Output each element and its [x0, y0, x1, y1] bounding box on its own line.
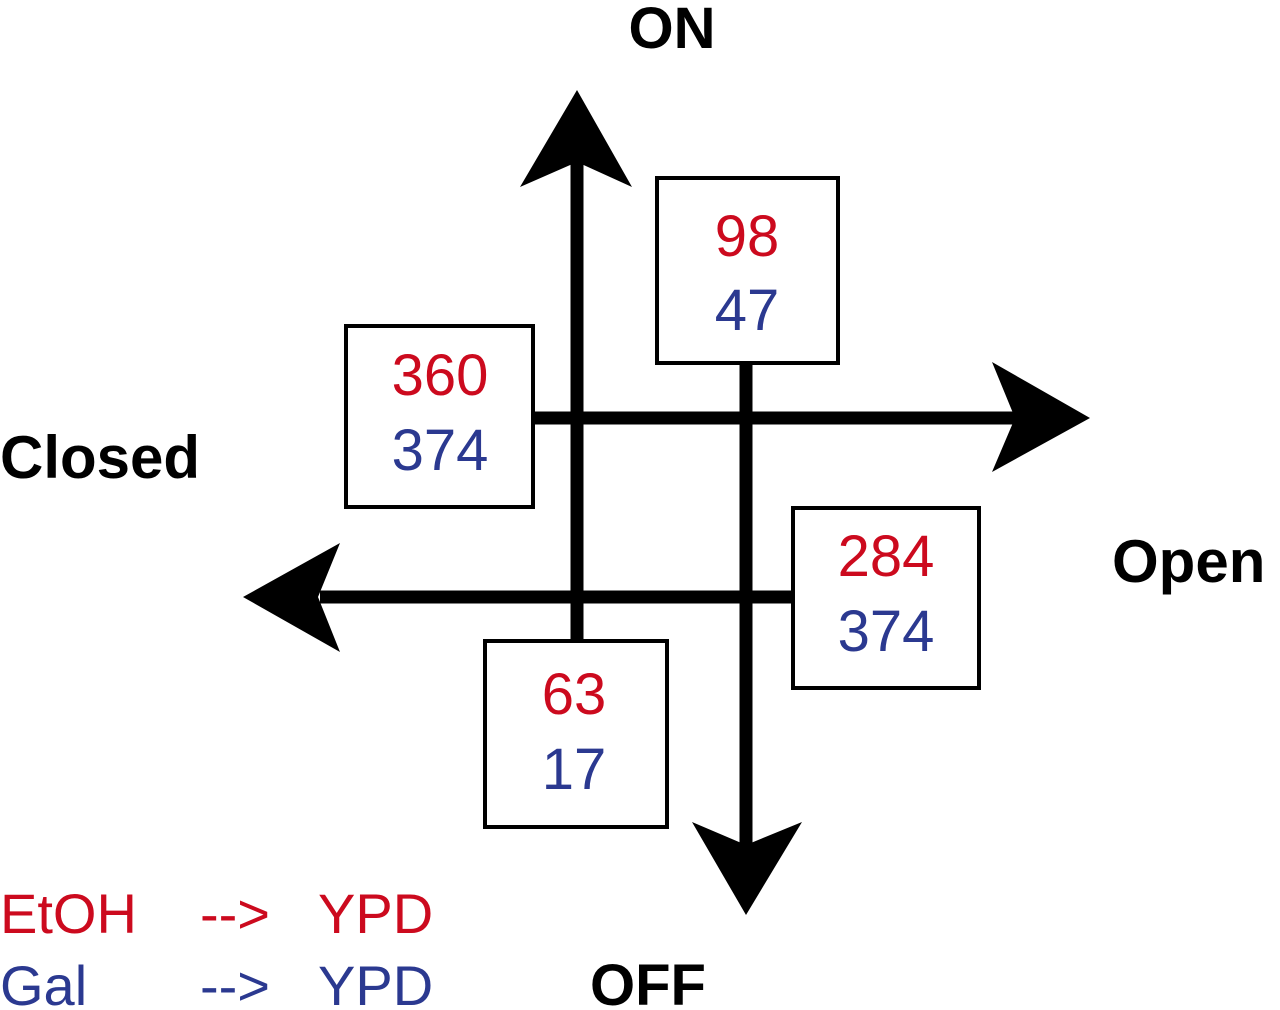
up-arrow-head-icon [520, 90, 632, 187]
count-red: 63 [542, 662, 607, 727]
legend-from: EtOH [0, 882, 137, 945]
count-blue: 17 [542, 737, 607, 802]
count-box-off-open: 284 374 [791, 506, 981, 690]
legend-to: YPD [318, 882, 433, 945]
count-blue: 47 [715, 278, 780, 343]
open-label: Open [1112, 528, 1265, 595]
count-box-on-closed: 360 374 [344, 324, 535, 509]
legend: EtOH --> YPD Gal --> YPD [0, 882, 433, 1010]
off-label: OFF [590, 953, 706, 1010]
legend-from: Gal [0, 954, 87, 1010]
count-red: 360 [392, 343, 489, 408]
right-arrow-head-icon [992, 362, 1090, 472]
count-red: 284 [838, 524, 935, 589]
count-box-on-open: 98 47 [655, 176, 840, 365]
down-arrow-head-icon [692, 822, 802, 915]
count-box-off-closed: 63 17 [483, 639, 669, 829]
count-blue: 374 [392, 418, 489, 483]
count-red: 98 [715, 204, 780, 269]
closed-label: Closed [0, 424, 200, 491]
count-blue: 374 [838, 599, 935, 664]
on-label: ON [629, 0, 716, 61]
legend-to: YPD [318, 954, 433, 1010]
legend-arrow: --> [200, 954, 270, 1010]
legend-arrow: --> [200, 882, 270, 945]
left-arrow-head-icon [243, 543, 340, 652]
